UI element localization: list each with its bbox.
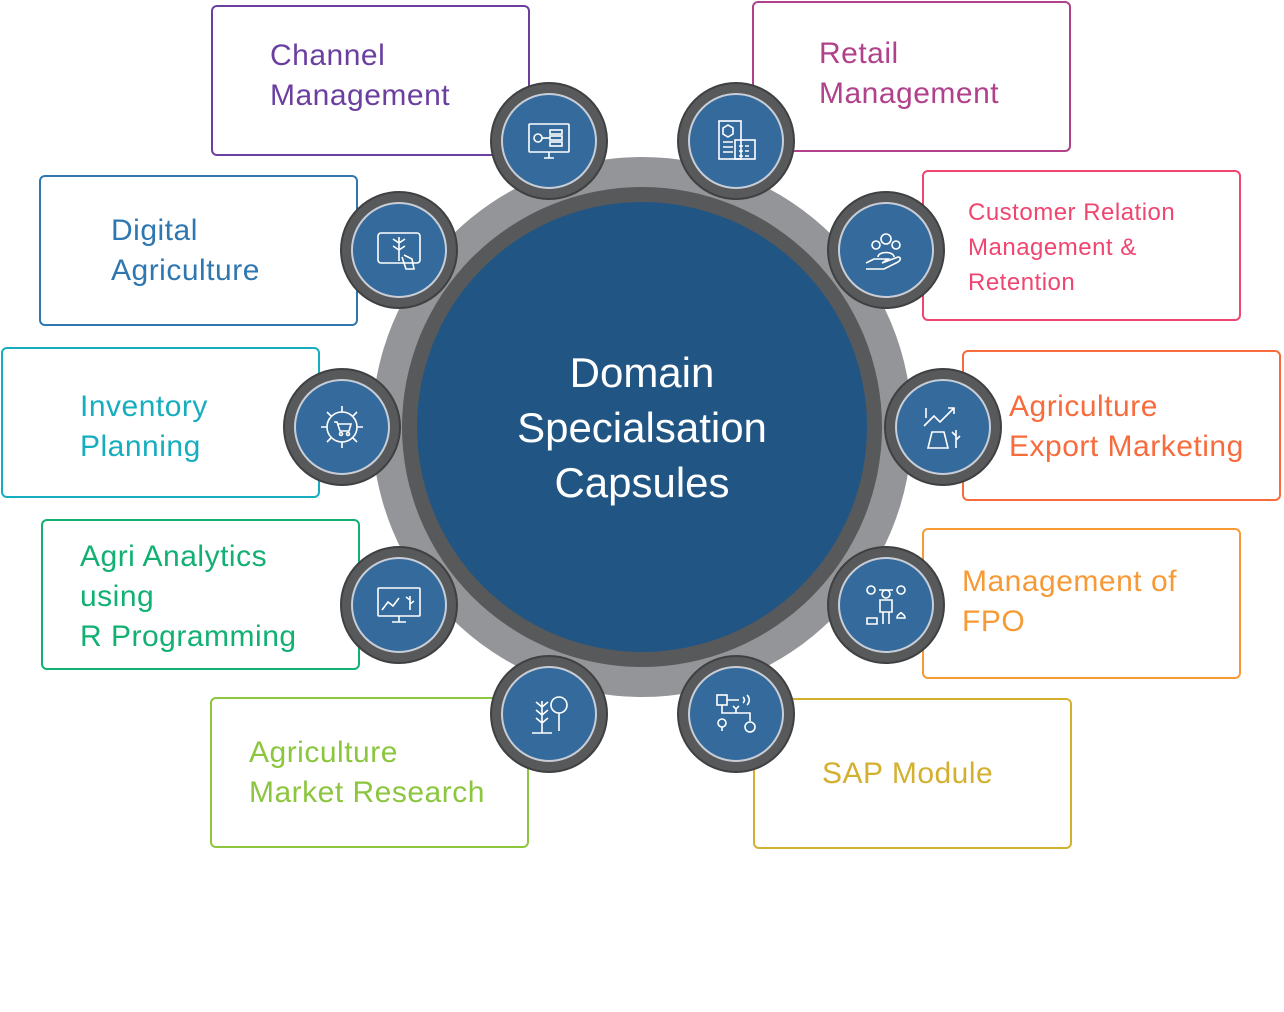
capsule-label-sap-module: SAP Module [822,757,994,790]
capsule-box-digital-agriculture [39,175,358,326]
inventory-calendar-icon [718,120,756,160]
capsule-box-sap-module [753,698,1072,849]
node-sap-module [677,655,795,773]
node-export-marketing [884,368,1002,486]
monitor-flowchart-icon [528,123,570,159]
node-retail-management [677,82,795,200]
hand-people-icon [865,233,902,270]
capsule-box-fpo [922,528,1241,679]
node-inventory-planning [283,368,401,486]
node-digital-agriculture [340,191,458,309]
node-channel-management [490,82,608,200]
tablet-plant-icon [377,232,421,270]
farmer-icon [866,585,906,625]
capsule-box-channel-management [211,5,530,156]
capsule-box-market-research [210,697,529,848]
capsule-box-inventory-planning [1,347,320,498]
node-agri-analytics [340,546,458,664]
sack-growth-icon [923,407,961,449]
node-crm [827,191,945,309]
capsule-box-agri-analytics [41,519,360,670]
gear-cart-icon [321,406,363,448]
node-fpo [827,546,945,664]
capsule-box-export-marketing [962,350,1281,501]
core-circle [417,202,867,652]
capsule-box-crm [922,170,1241,321]
capsule-box-retail-management [752,1,1071,152]
node-market-research [490,655,608,773]
plant-magnifier-icon [532,696,568,734]
process-flow-icon [716,694,756,733]
monitor-chart-icon [377,587,421,623]
